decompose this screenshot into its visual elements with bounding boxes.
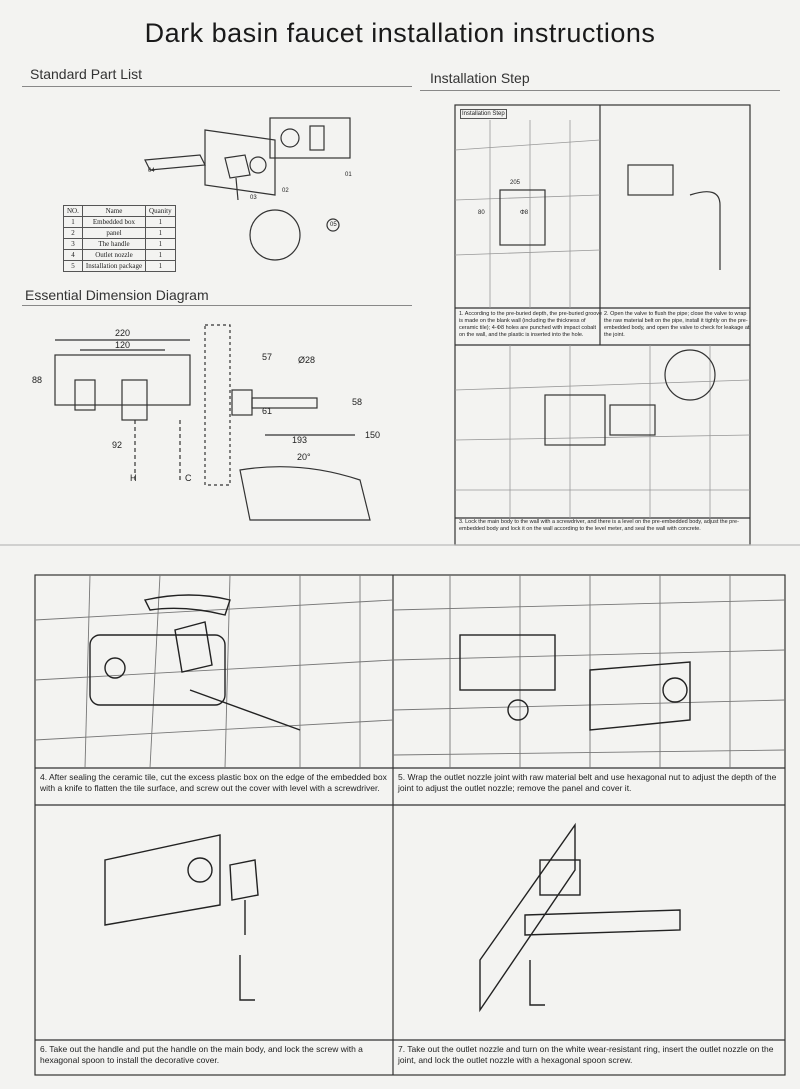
dimension-heading: Essential Dimension Diagram — [25, 287, 209, 303]
install-step-3: 3. Lock the main body to the wall with a… — [459, 519, 739, 532]
inner-step-label: Installation Step — [460, 109, 507, 119]
document-title: Dark basin faucet installation instructi… — [144, 18, 656, 48]
callout-01: 01 — [345, 172, 352, 178]
install-heading: Installation Step — [430, 70, 530, 86]
install-step-2: 2. Open the valve to flush the pipe; clo… — [604, 311, 750, 338]
step-7-caption: 7. Take out the outlet nozzle and turn o… — [398, 1044, 774, 1065]
step-5-caption: 5. Wrap the outlet nozzle joint with raw… — [398, 772, 777, 793]
step-6-caption: 6. Take out the handle and put the handl… — [40, 1044, 363, 1065]
callout-02: 02 — [282, 188, 289, 194]
step-4-caption: 4. After sealing the ceramic tile, cut t… — [40, 772, 387, 793]
parts-exploded-drawing — [144, 117, 351, 261]
callout-04: 04 — [148, 168, 155, 174]
dim-80: 80 — [478, 210, 485, 216]
parts-heading: Standard Part List — [30, 66, 143, 82]
dimension-drawing-front — [54, 339, 191, 480]
dim-205: 205 — [510, 180, 521, 186]
dimension-drawing-side — [204, 324, 371, 521]
callout-05: 05 — [330, 222, 337, 228]
callout-03: 03 — [250, 195, 257, 201]
dim-phi8: Φ8 — [520, 210, 529, 216]
install-step-1: 1. According to the pre-buried depth, th… — [459, 311, 603, 338]
